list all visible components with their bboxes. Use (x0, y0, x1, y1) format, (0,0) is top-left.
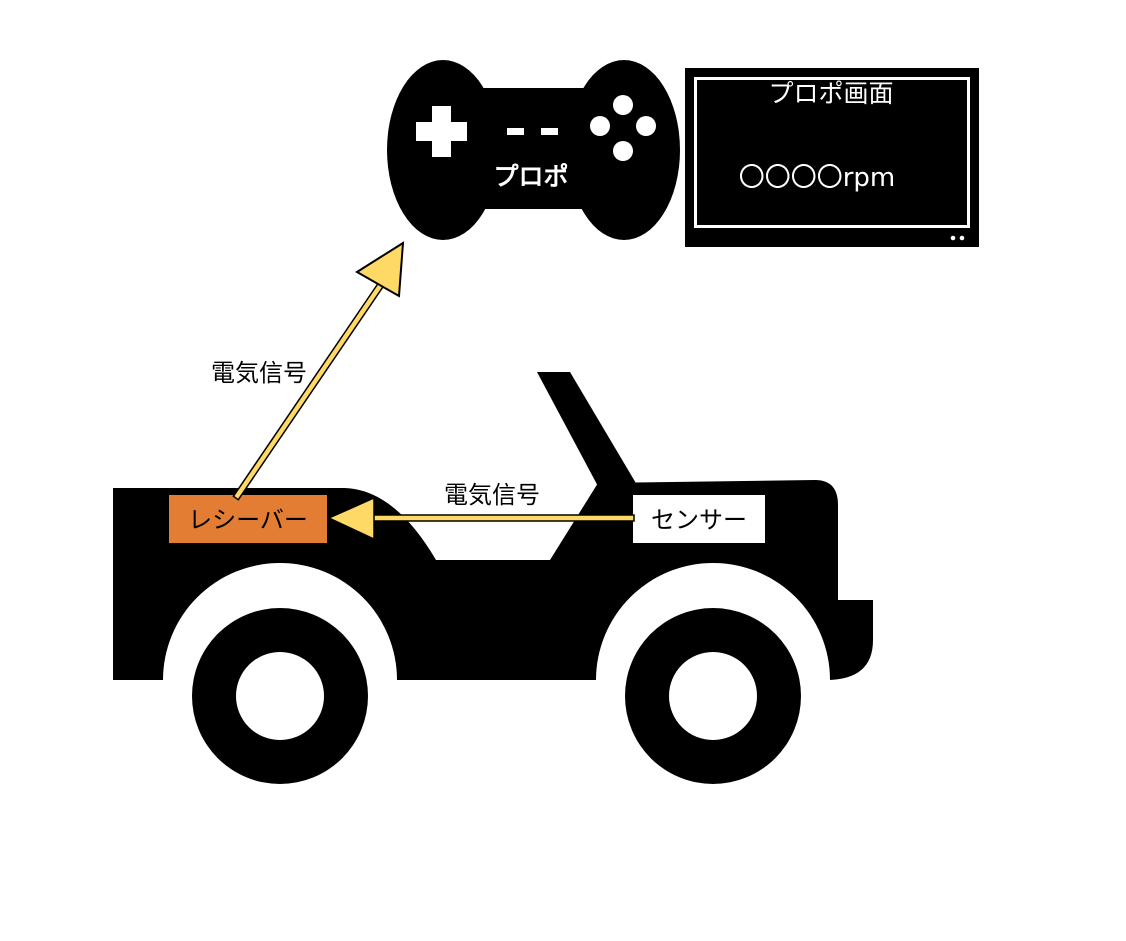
receiver-box: レシーバー (169, 495, 327, 543)
arrow-label-receiver-controller: 電気信号 (211, 359, 307, 387)
arrow-sensor-to-receiver: 電気信号 (327, 481, 635, 541)
monitor-icon: プロポ画面 〇〇〇〇rpm (685, 68, 979, 247)
monitor-readout: 〇〇〇〇rpm (739, 163, 896, 193)
receiver-fill (169, 495, 327, 543)
car-icon (113, 372, 873, 784)
receiver-label: レシーバー (188, 506, 308, 534)
monitor-title: プロポ画面 (768, 79, 893, 108)
controller-label: プロポ (493, 162, 568, 191)
sensor-label: センサー (651, 506, 747, 534)
gamepad-icon: プロポ (387, 60, 680, 240)
arrow-label-sensor-receiver: 電気信号 (444, 481, 540, 509)
sensor-box: センサー (633, 495, 765, 543)
arrow-receiver-to-controller: 電気信号 (211, 241, 405, 501)
